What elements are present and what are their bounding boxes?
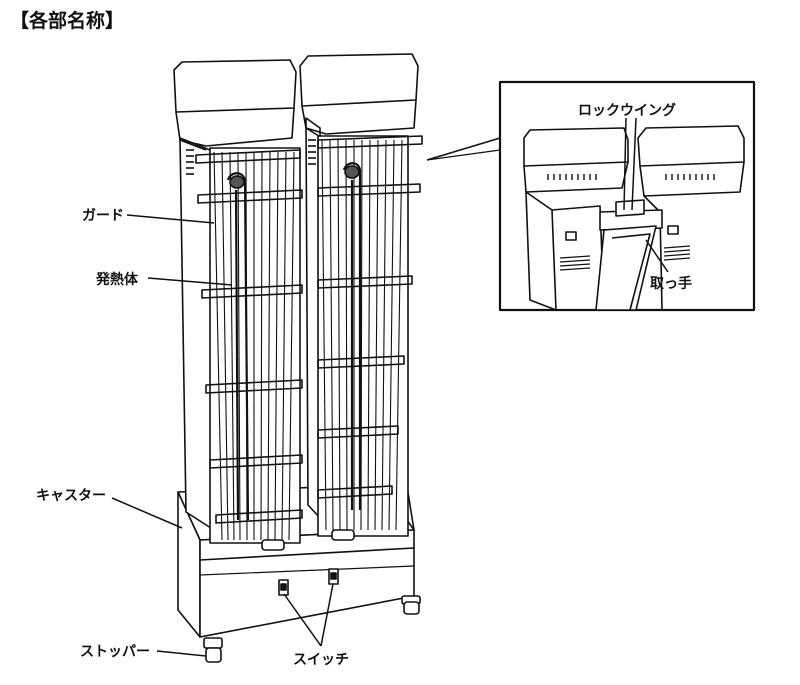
guard-leader [126, 214, 215, 224]
inset-detail [523, 125, 745, 311]
caster-label: キャスター [36, 488, 106, 504]
switch-left [278, 579, 289, 596]
caster-leader [111, 497, 183, 529]
stopper-label: ストッパー [80, 644, 150, 660]
page-title: 【各部名称】 [10, 10, 125, 32]
guard-label: ガード [82, 208, 124, 224]
switch-right [328, 568, 339, 585]
caster-right [401, 595, 421, 615]
handle-leader [645, 239, 669, 273]
heater-leader [147, 277, 233, 286]
switch-leader-left [283, 593, 322, 647]
switch-label: スイッチ [293, 652, 349, 668]
lock-wing-leader-left [623, 117, 627, 211]
leader-lines [111, 117, 669, 657]
right-tower [299, 53, 423, 541]
lock-wing-leader-right [631, 117, 637, 211]
left-tower [173, 59, 303, 551]
stopper-leader [156, 650, 207, 657]
handle-label: 取っ手 [650, 276, 692, 292]
lock-wing-label: ロックウイング [578, 103, 676, 119]
stopper-left [203, 637, 223, 663]
switch-leader-right [320, 583, 334, 647]
heater-label: 発熱体 [96, 272, 138, 288]
